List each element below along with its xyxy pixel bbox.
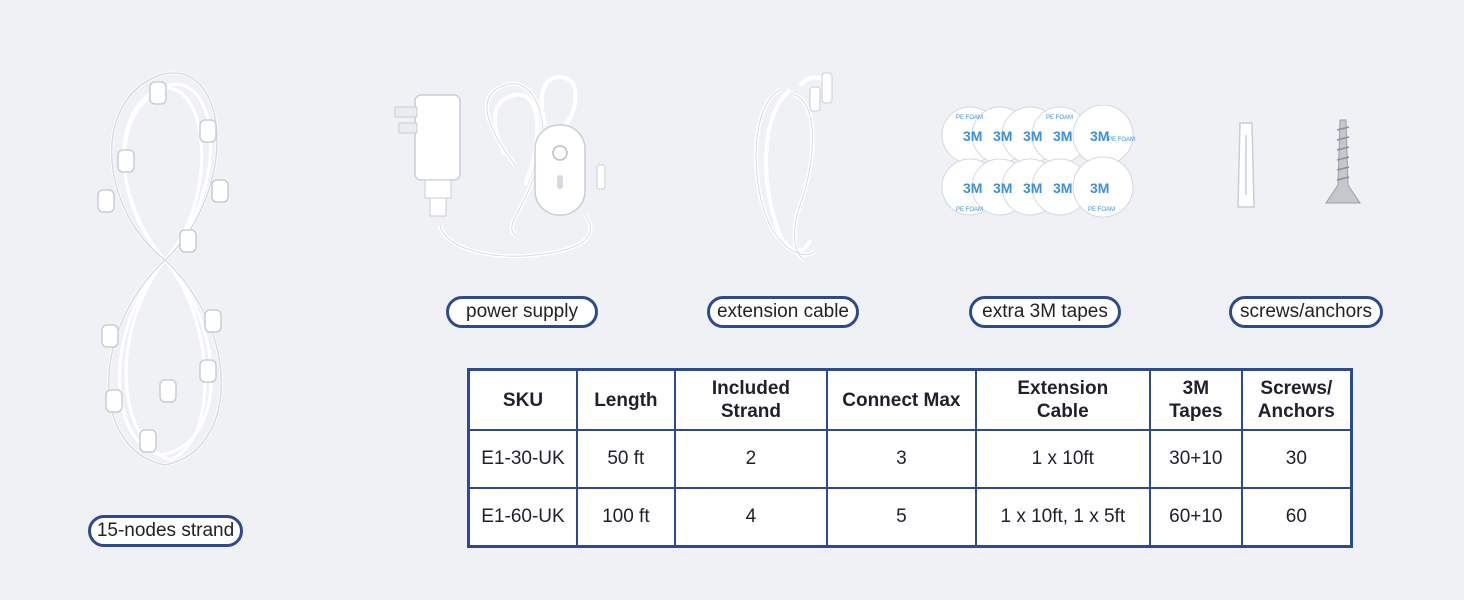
table-row: E1-60-UK 100 ft 4 5 1 x 10ft, 1 x 5ft 60…: [467, 487, 1353, 548]
power-supply-label: power supply: [446, 296, 598, 328]
tapes-label: extra 3M tapes: [969, 296, 1121, 328]
tape-brand-text: 3M: [963, 128, 982, 144]
cell-length: 100 ft: [575, 487, 676, 548]
header-length: Length: [575, 368, 676, 431]
extension-cable-label: extension cable: [707, 296, 859, 328]
header-sku: SKU: [467, 368, 578, 431]
screws-label: screws/anchors: [1229, 296, 1383, 328]
cell-3m-tapes: 60+10: [1148, 487, 1243, 548]
svg-text:3M: 3M: [1053, 128, 1072, 144]
svg-text:3M: 3M: [1053, 180, 1072, 196]
cell-screws-anchors: 60: [1240, 487, 1353, 548]
header-screws-anchors: Screws/Anchors: [1240, 368, 1353, 431]
svg-text:3M: 3M: [993, 180, 1012, 196]
svg-text:3M: 3M: [1090, 180, 1109, 196]
power-supply-image: [394, 75, 606, 259]
cell-connect-max: 3: [826, 429, 977, 489]
header-connect-max: Connect Max: [826, 368, 977, 431]
cell-included-strand: 4: [673, 487, 829, 548]
tape-foam-text: PE FOAM: [956, 115, 983, 121]
svg-text:3M: 3M: [963, 180, 982, 196]
svg-text:3M: 3M: [1023, 128, 1042, 144]
cell-extension-cable: 1 x 10ft: [974, 429, 1151, 489]
svg-text:3M: 3M: [1023, 180, 1042, 196]
screws-anchors-image: [1237, 119, 1361, 208]
light-strand-image: [97, 71, 229, 467]
svg-text:PE FOAM: PE FOAM: [1108, 137, 1135, 143]
cell-length: 50 ft: [575, 429, 676, 489]
tapes-image: 3M 3M 3M 3M 3M 3M 3M 3M 3M 3M PE FOAM PE…: [941, 105, 1135, 218]
table-row: E1-30-UK 50 ft 2 3 1 x 10ft 30+10 30: [467, 429, 1353, 489]
svg-text:3M: 3M: [1090, 128, 1109, 144]
cell-connect-max: 5: [826, 487, 977, 548]
svg-text:PE FOAM: PE FOAM: [956, 207, 983, 213]
cell-sku: E1-60-UK: [467, 487, 578, 548]
cell-included-strand: 2: [673, 429, 829, 489]
extension-cable-image: [754, 72, 833, 262]
cell-extension-cable: 1 x 10ft, 1 x 5ft: [974, 487, 1151, 548]
svg-text:PE FOAM: PE FOAM: [1088, 207, 1115, 213]
svg-text:3M: 3M: [993, 128, 1012, 144]
cell-screws-anchors: 30: [1240, 429, 1353, 489]
svg-text:PE FOAM: PE FOAM: [1046, 115, 1073, 121]
cell-sku: E1-30-UK: [467, 429, 578, 489]
cell-3m-tapes: 30+10: [1148, 429, 1243, 489]
strand-label: 15-nodes strand: [88, 515, 243, 547]
